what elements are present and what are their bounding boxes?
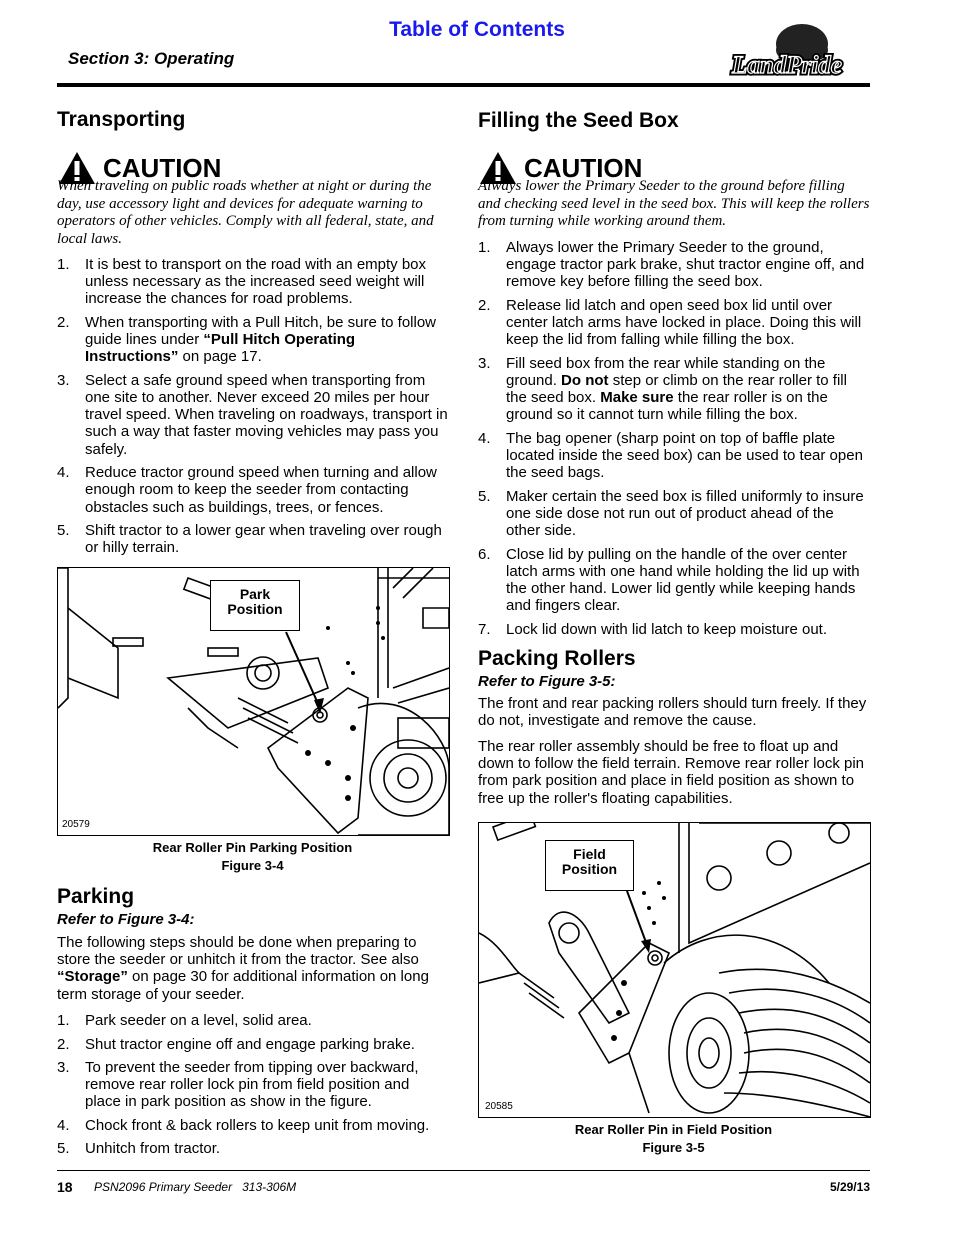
figure-caption: Rear Roller Pin Parking Position Figure … [57,839,448,875]
park-position-callout: Park Position [210,580,300,631]
caption-label: Figure 3-5 [642,1140,705,1155]
callout-line: Park [239,586,271,602]
footer-rule [57,1170,870,1171]
parking-refer: Refer to Figure 3-4: [57,911,195,928]
figure-park-position: Park Position 20579 [57,567,450,836]
list-item: 1.Park seeder on a level, solid area. [57,1012,312,1029]
list-item: 4.Chock front & back rollers to keep uni… [57,1116,430,1134]
field-position-callout: Field Position [545,840,634,891]
caption-title: Rear Roller Pin Parking Position [152,840,353,855]
caution-label: CAUTION [524,152,643,183]
page-number: 18 [57,1179,73,1195]
list-item: 1.Always lower the Primary Seeder to the… [478,239,865,291]
svg-text:LandPride: LandPride [731,52,842,79]
footer-date: 5/29/13 [829,1180,870,1194]
packing-heading: Packing Rollers [478,647,636,670]
section-title: Section 3: Operating [68,49,235,68]
caution-text: Always lower the Primary Seeder to the g… [478,178,870,229]
parking-steps: 1.Park seeder on a level, solid area. 2.… [57,1012,449,1164]
list-item: 2.Release lid latch and open seed box li… [478,296,862,349]
packing-refer: Refer to Figure 3-5: [478,673,616,690]
warning-icon [59,152,95,184]
seeder-parking-illustration [58,568,449,835]
callout-line: Position [561,861,618,877]
pull-hitch-link[interactable]: “Pull Hitch Operating Instructions” [85,331,356,366]
figure-number: 20585 [485,1101,513,1112]
list-item: 5.Shift tractor to a lower gear when tra… [57,522,442,557]
parking-heading: Parking [57,885,135,908]
list-item: 2.Shut tractor engine off and engage par… [57,1035,415,1053]
list-item: 1.It is best to transport on the road wi… [57,256,427,308]
figure-number: 20579 [62,819,90,830]
caution-heading: CAUTION [57,150,221,186]
document-title: PSN2096 Primary Seeder 313-306M [94,1180,297,1194]
figure-field-position: Field Position 20585 [478,822,871,1118]
table-of-contents-link[interactable]: Table of Contents [389,18,565,41]
list-item: 5.Unhitch from tractor. [57,1140,221,1158]
list-item: 4.Reduce tractor ground speed when turni… [57,464,437,516]
list-item: 7.Lock lid down with lid latch to keep m… [478,620,827,638]
list-item: 6.Close lid by pulling on the handle of … [478,545,860,615]
filling-steps: 1.Always lower the Primary Seeder to the… [478,239,870,644]
svg-text:LandPride: LandPride [731,52,842,79]
storage-link[interactable]: “Storage” [57,968,128,986]
transporting-heading: Transporting [57,108,186,131]
figure-caption: Rear Roller Pin in Field Position Figure… [478,1121,869,1157]
list-item: 2.When transporting with a Pull Hitch, b… [57,313,436,366]
caution-text: When traveling on public roads whether a… [57,178,434,247]
landpride-logo: LandPride LandPride [702,22,872,82]
warning-icon [480,152,516,184]
caption-title: Rear Roller Pin in Field Position [574,1122,773,1137]
caution-label: CAUTION [103,152,222,183]
list-item: 5.Maker certain the seed box is filled u… [478,487,864,540]
list-item: 3.To prevent the seeder from tipping ove… [57,1059,419,1111]
list-item: 3.Fill seed box from the rear while stan… [478,354,847,424]
transporting-steps: 1.It is best to transport on the road wi… [57,256,449,563]
callout-line: Position [227,601,283,617]
header-rule [57,83,870,87]
caution-heading: CAUTION [478,150,642,186]
seeder-field-illustration [479,823,870,1117]
filling-heading: Filling the Seed Box [478,109,679,132]
parking-intro: The following steps should be done when … [57,934,429,1003]
callout-line: Field [573,846,606,862]
list-item: 4.The bag opener (sharp point on top of … [478,429,863,482]
packing-paragraph: The rear roller assembly should be free … [478,738,865,807]
packing-paragraph: The front and rear packing rollers shoul… [478,695,867,730]
caption-label: Figure 3-4 [221,858,284,873]
list-item: 3.Select a safe ground speed when transp… [57,371,448,458]
